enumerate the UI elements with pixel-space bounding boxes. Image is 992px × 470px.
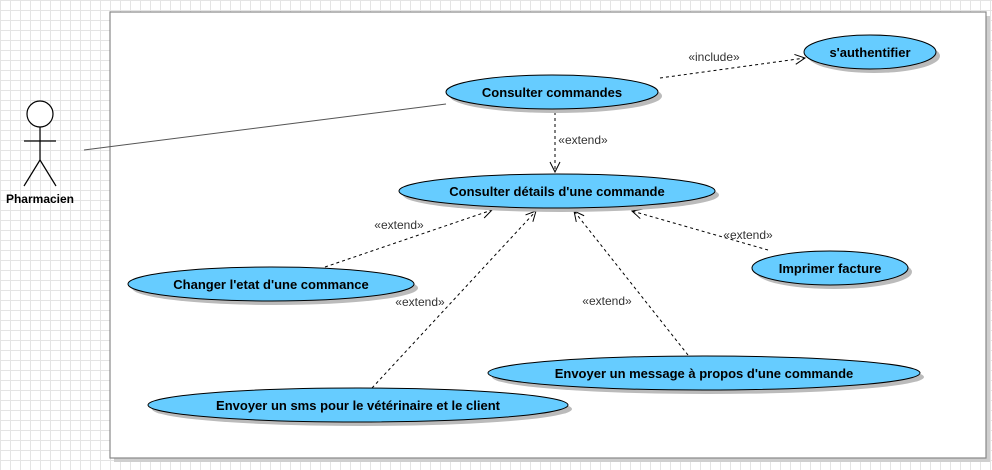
usecase-label: Envoyer un sms pour le vétérinaire et le…: [216, 398, 501, 413]
include-label: «include»: [688, 50, 740, 64]
usecase-consulter-commandes[interactable]: Consulter commandes: [445, 74, 662, 113]
usecase-s-authentifier[interactable]: s'authentifier: [803, 34, 940, 73]
actor-label: Pharmacien: [6, 192, 74, 206]
usecase-envoyer-message[interactable]: Envoyer un message à propos d'une comman…: [487, 355, 924, 394]
usecase-label: Consulter détails d'une commande: [449, 184, 664, 199]
usecase-label: Changer l'etat d'une commance: [173, 277, 368, 292]
usecase-imprimer-facture[interactable]: Imprimer facture: [751, 250, 912, 289]
association-line: [83, 103, 447, 151]
actor-head: [26, 100, 54, 128]
usecase-envoyer-sms[interactable]: Envoyer un sms pour le vétérinaire et le…: [147, 387, 572, 426]
actor-pharmacien[interactable]: Pharmacien: [6, 100, 74, 206]
extend-label-sms: «extend»: [395, 295, 445, 309]
include-arrow: [659, 58, 805, 79]
extend-arrow-sms: [371, 211, 536, 389]
usecase-label: s'authentifier: [829, 45, 910, 60]
usecase-label: Imprimer facture: [779, 261, 882, 276]
extend-label-imprimer: «extend»: [723, 228, 773, 242]
extend-label-changer: «extend»: [374, 218, 424, 232]
usecase-changer-etat[interactable]: Changer l'etat d'une commance: [127, 266, 418, 305]
usecase-label: Envoyer un message à propos d'une comman…: [555, 366, 854, 381]
usecase-label: Consulter commandes: [482, 85, 622, 100]
usecase-consulter-details[interactable]: Consulter détails d'une commande: [398, 173, 719, 212]
extend-label-consulter: «extend»: [558, 133, 608, 147]
extend-arrow-message: [574, 211, 689, 356]
actor-right-leg: [39, 159, 57, 187]
actor-left-leg: [23, 159, 41, 187]
extend-label-message: «extend»: [582, 294, 632, 308]
